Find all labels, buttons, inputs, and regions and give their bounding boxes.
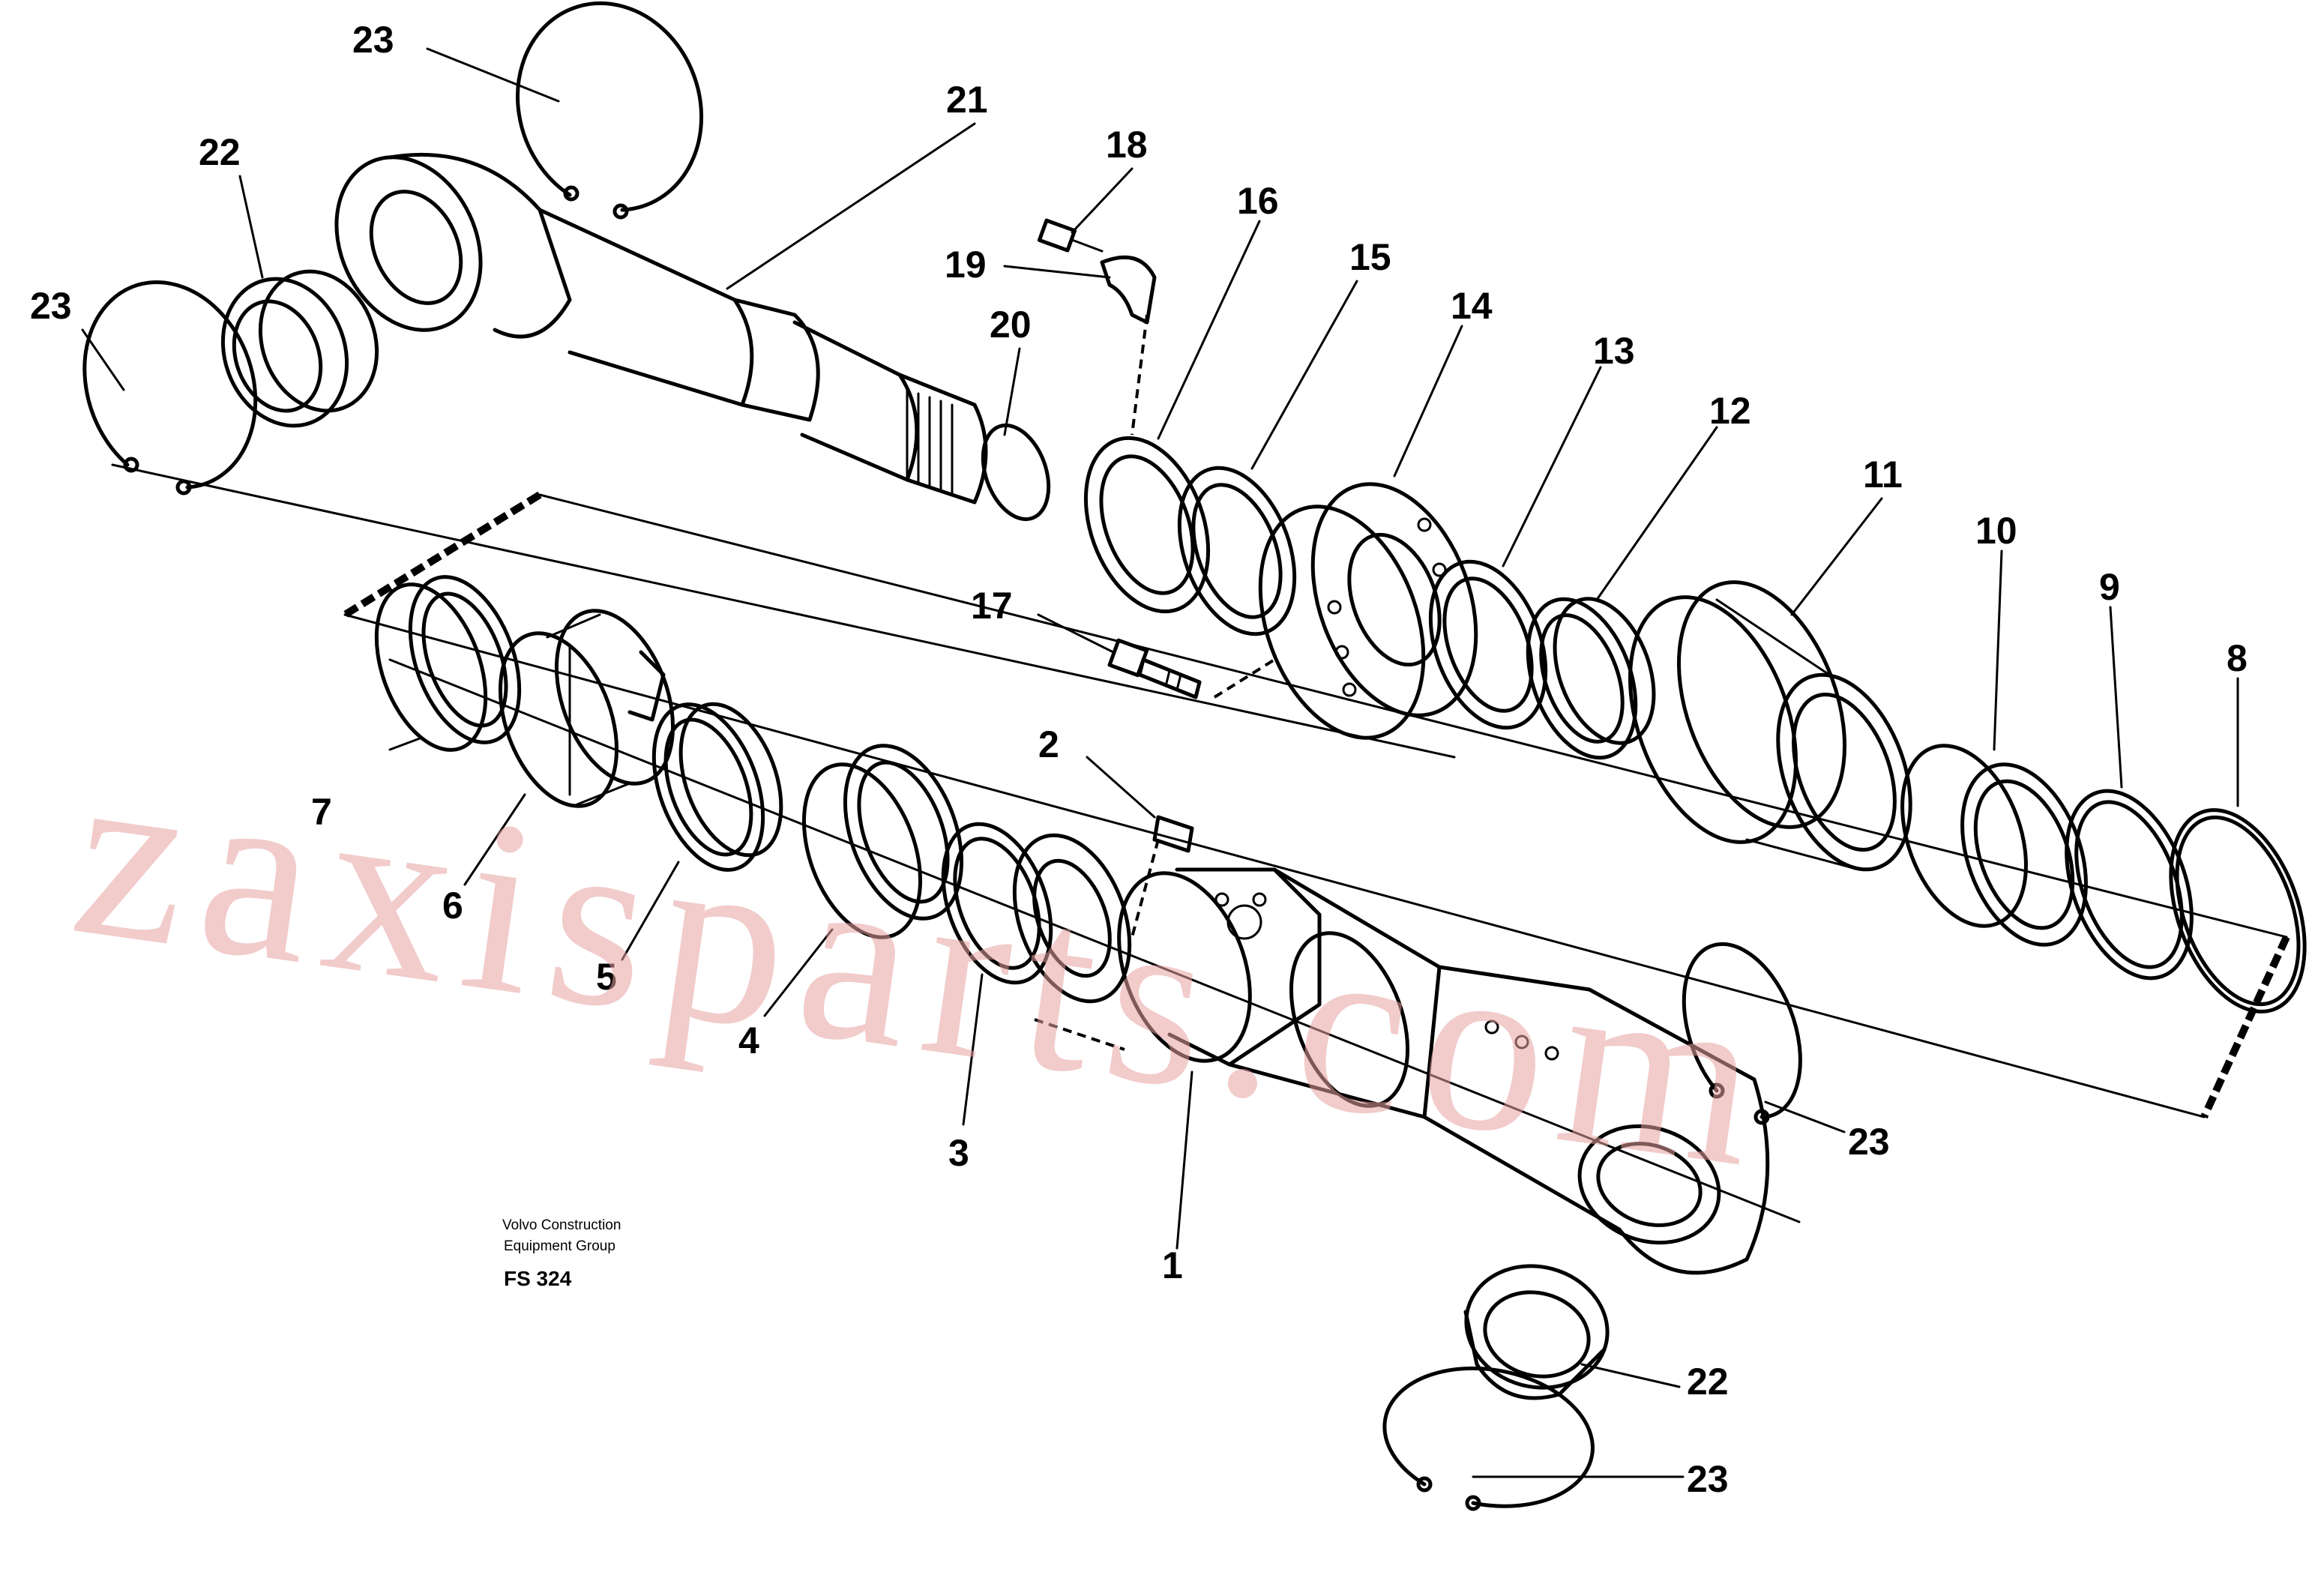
- part-8-snap-ring: [2169, 808, 2307, 1014]
- part-23-circlip-bottom: [1382, 1366, 1595, 1511]
- part-21-piston-rod: [334, 152, 988, 505]
- callout-23-top: 23: [352, 19, 394, 61]
- dash-3-to-1: [1034, 1018, 1125, 1051]
- part-18-screw: [1037, 218, 1104, 253]
- caption-code: FS 324: [504, 1267, 572, 1290]
- callout-23-bottom: 23: [1687, 1458, 1729, 1500]
- part-16-shim: [1083, 436, 1211, 614]
- part-22-upper-bushing: [220, 269, 379, 428]
- callout-10: 10: [1975, 510, 2017, 552]
- callout-20: 20: [990, 304, 1032, 346]
- callout-17: 17: [971, 585, 1013, 627]
- upper-axis-line: [111, 463, 1456, 759]
- lower-axis-line: [388, 658, 1801, 1223]
- part-1-cylinder-tube: [1117, 867, 1770, 1275]
- part-11-gland: [1628, 580, 1912, 872]
- part-7-wiper: [374, 575, 522, 752]
- callout-14: 14: [1451, 285, 1493, 327]
- callout-9: 9: [2099, 566, 2120, 608]
- dash-17: [1213, 658, 1276, 699]
- callout-6: 6: [442, 885, 463, 927]
- callout-22-bottom: 22: [1687, 1361, 1729, 1403]
- bracket-lower-right: [2200, 935, 2290, 1119]
- callout-12: 12: [1709, 390, 1751, 432]
- bracket-bottom-diagonal: [343, 613, 2206, 1118]
- part-19-lock-plate: [1100, 255, 1157, 325]
- callout-23-mid-right: 23: [1848, 1121, 1890, 1163]
- callout-1: 1: [1162, 1244, 1183, 1286]
- callout-13: 13: [1593, 330, 1635, 372]
- part-2-set-screw: [1152, 815, 1194, 853]
- caption-line-1: Volvo Construction: [502, 1217, 621, 1233]
- dash-18-to-16: [1131, 314, 1149, 436]
- callout-15: 15: [1349, 236, 1391, 278]
- part-23-circlip-mid-right: [1682, 942, 1802, 1125]
- callout-16: 16: [1237, 180, 1279, 222]
- leader-lines: [81, 47, 2239, 1478]
- callout-3: 3: [948, 1132, 969, 1174]
- callout-5: 5: [596, 956, 617, 998]
- callout-21: 21: [946, 79, 988, 121]
- part-4-guide-ring: [801, 744, 964, 939]
- part-15-seal: [1177, 466, 1297, 636]
- callout-8: 8: [2227, 637, 2248, 679]
- part-23-circlip-upper-left: [82, 280, 258, 496]
- part-5-seal: [651, 702, 783, 872]
- part-3-piston-nut: [941, 822, 1132, 1004]
- part-20-o-ring: [981, 423, 1051, 522]
- callout-22-top: 22: [199, 131, 241, 173]
- part-12-seal-ring: [1526, 597, 1656, 760]
- part-17-bolt: [1107, 638, 1202, 699]
- part-23-circlip-top: [516, 1, 704, 220]
- caption-line-2: Equipment Group: [504, 1238, 615, 1254]
- dash-2: [1131, 839, 1160, 938]
- part-10-guide-ring: [1900, 744, 2088, 947]
- callout-7: 7: [311, 791, 332, 833]
- callout-2: 2: [1038, 723, 1059, 765]
- part-13-ring: [1428, 559, 1548, 730]
- part-9-ring: [2065, 789, 2194, 981]
- part-14-cylinder-head: [1258, 482, 1478, 740]
- callout-19: 19: [945, 244, 987, 286]
- callout-18: 18: [1106, 124, 1148, 166]
- callout-4: 4: [738, 1020, 759, 1061]
- callout-11: 11: [1863, 454, 1903, 496]
- part-6-piston: [498, 609, 675, 808]
- callout-23-left: 23: [30, 285, 72, 327]
